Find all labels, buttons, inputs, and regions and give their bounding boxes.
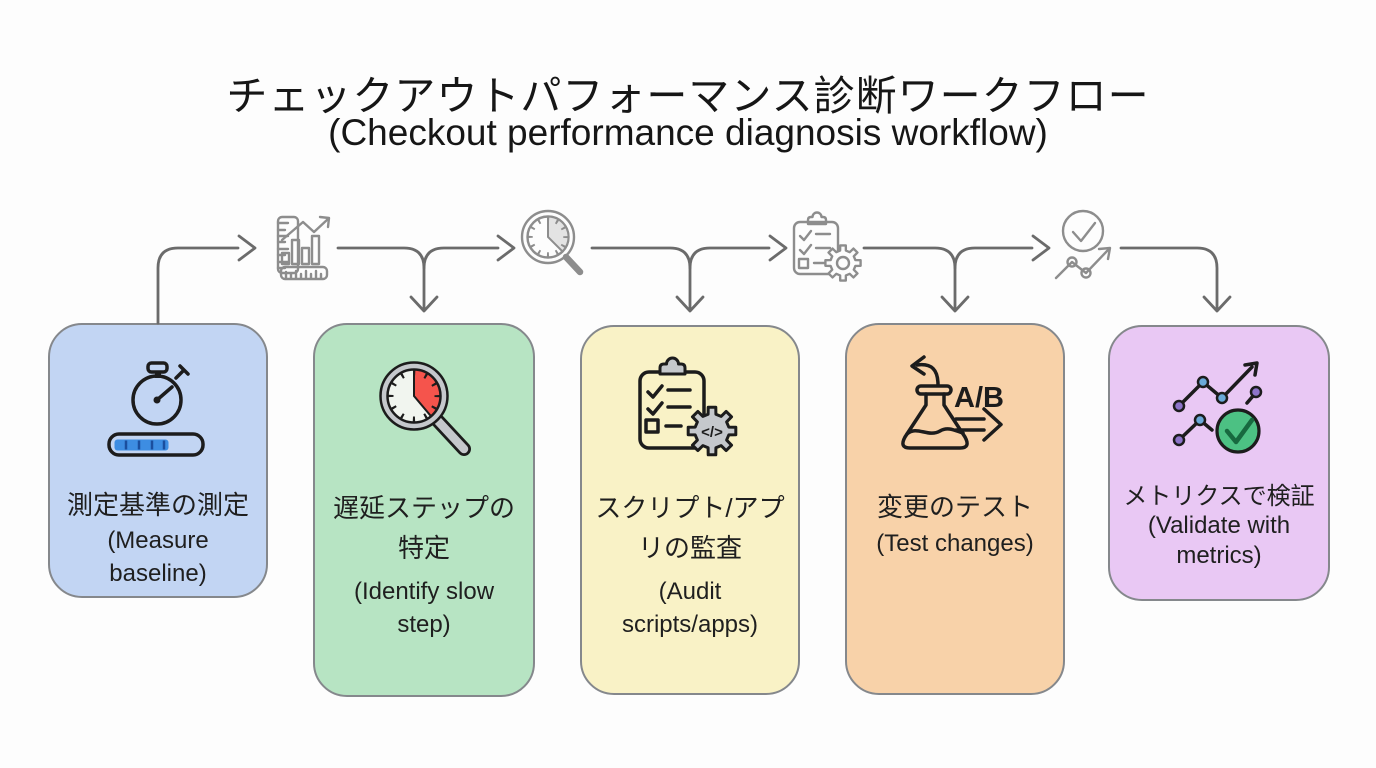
step-test-changes: 変更のテスト (Test changes)	[845, 323, 1065, 695]
step-label-jp: 測定基準の測定	[66, 490, 249, 520]
chevron-right-icon	[768, 234, 788, 262]
connector-3	[688, 234, 970, 313]
page-title-subtitle: (Checkout performance diagnosis workflow…	[328, 112, 1048, 153]
page-title: チェックアウトパフォーマンス診断ワークフロー	[226, 73, 1150, 119]
chevron-right-icon	[496, 234, 516, 262]
step-label-jp: 遅延ステップの 特定	[332, 493, 515, 563]
connector-2	[422, 234, 705, 313]
step-identify-slow-step: 遅延ステップの 特定 (Identify slow step)	[313, 323, 535, 697]
step-label-jp: スクリプト/アプ リの監査	[595, 493, 785, 563]
arrow-down-icon	[940, 295, 970, 313]
step-label-en: (Validate with metrics)	[1147, 512, 1291, 569]
arrow-down-icon	[409, 295, 439, 313]
step-audit-scripts-apps: スクリプト/アプ リの監査 (Audit scripts/apps)	[580, 325, 800, 695]
chevron-right-icon	[237, 234, 257, 262]
magnifier-clock-icon	[520, 209, 584, 276]
arrow-down-icon	[1202, 295, 1232, 313]
check-graph-icon	[1054, 209, 1112, 280]
ruler-chart-icon	[276, 215, 331, 281]
step-validate-with-metrics: メトリクスで検証 (Validate with metrics)	[1108, 325, 1330, 601]
connector-4	[953, 234, 1232, 313]
step-label-en: (Measure baseline)	[107, 527, 209, 587]
step-label-en: (Test changes)	[876, 530, 1034, 557]
step-label-en: (Audit scripts/apps)	[621, 578, 759, 638]
step-measure-baseline: 測定基準の測定 (Measure baseline)	[48, 323, 268, 598]
step-label-en: (Identify slow step)	[353, 578, 495, 638]
step-label-jp: メトリクスで検証	[1123, 483, 1315, 510]
arrow-down-icon	[675, 295, 705, 313]
clipboard-gear-icon	[792, 211, 862, 282]
chevron-right-icon	[1031, 234, 1051, 262]
step-label-jp: 変更のテスト	[876, 492, 1033, 522]
connector-1	[156, 234, 439, 325]
